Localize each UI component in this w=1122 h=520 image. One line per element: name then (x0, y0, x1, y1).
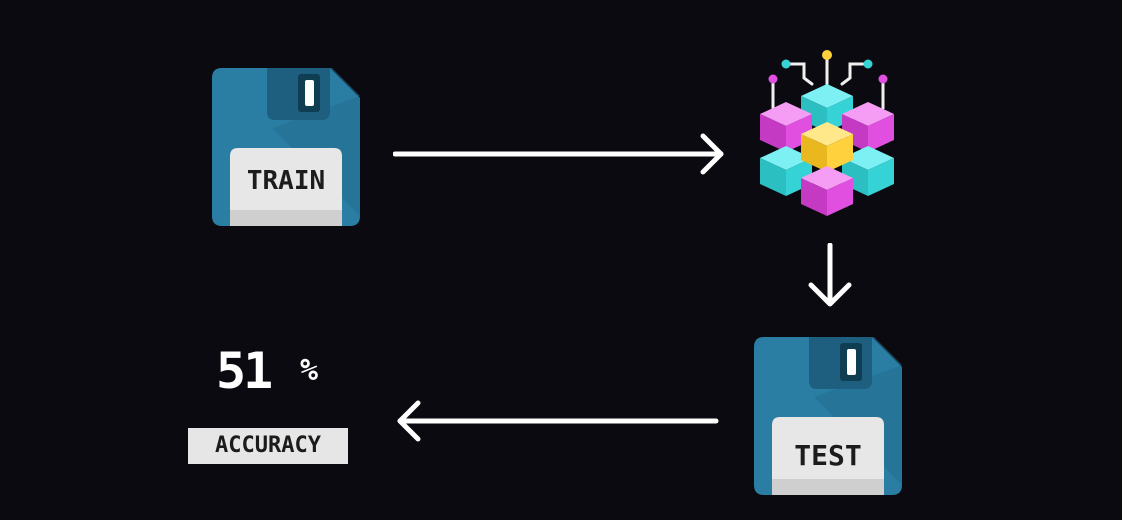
model-cube-cluster (752, 48, 902, 220)
arrow-left-icon (397, 400, 719, 442)
arrow-right-icon (393, 133, 724, 175)
arrow-down-icon (808, 243, 852, 307)
floppy-disk-icon (212, 68, 360, 226)
test-label: TEST (794, 439, 862, 472)
accuracy-unit: % (300, 353, 319, 388)
train-label: TRAIN (246, 166, 326, 196)
floppy-disk-icon (754, 337, 902, 495)
train-disk: TRAIN (212, 68, 360, 226)
test-disk: TEST (754, 337, 902, 495)
accuracy-value: 51 (216, 342, 273, 400)
accuracy-label: ACCURACY (188, 428, 348, 464)
neural-cube-cluster-icon (760, 50, 894, 216)
